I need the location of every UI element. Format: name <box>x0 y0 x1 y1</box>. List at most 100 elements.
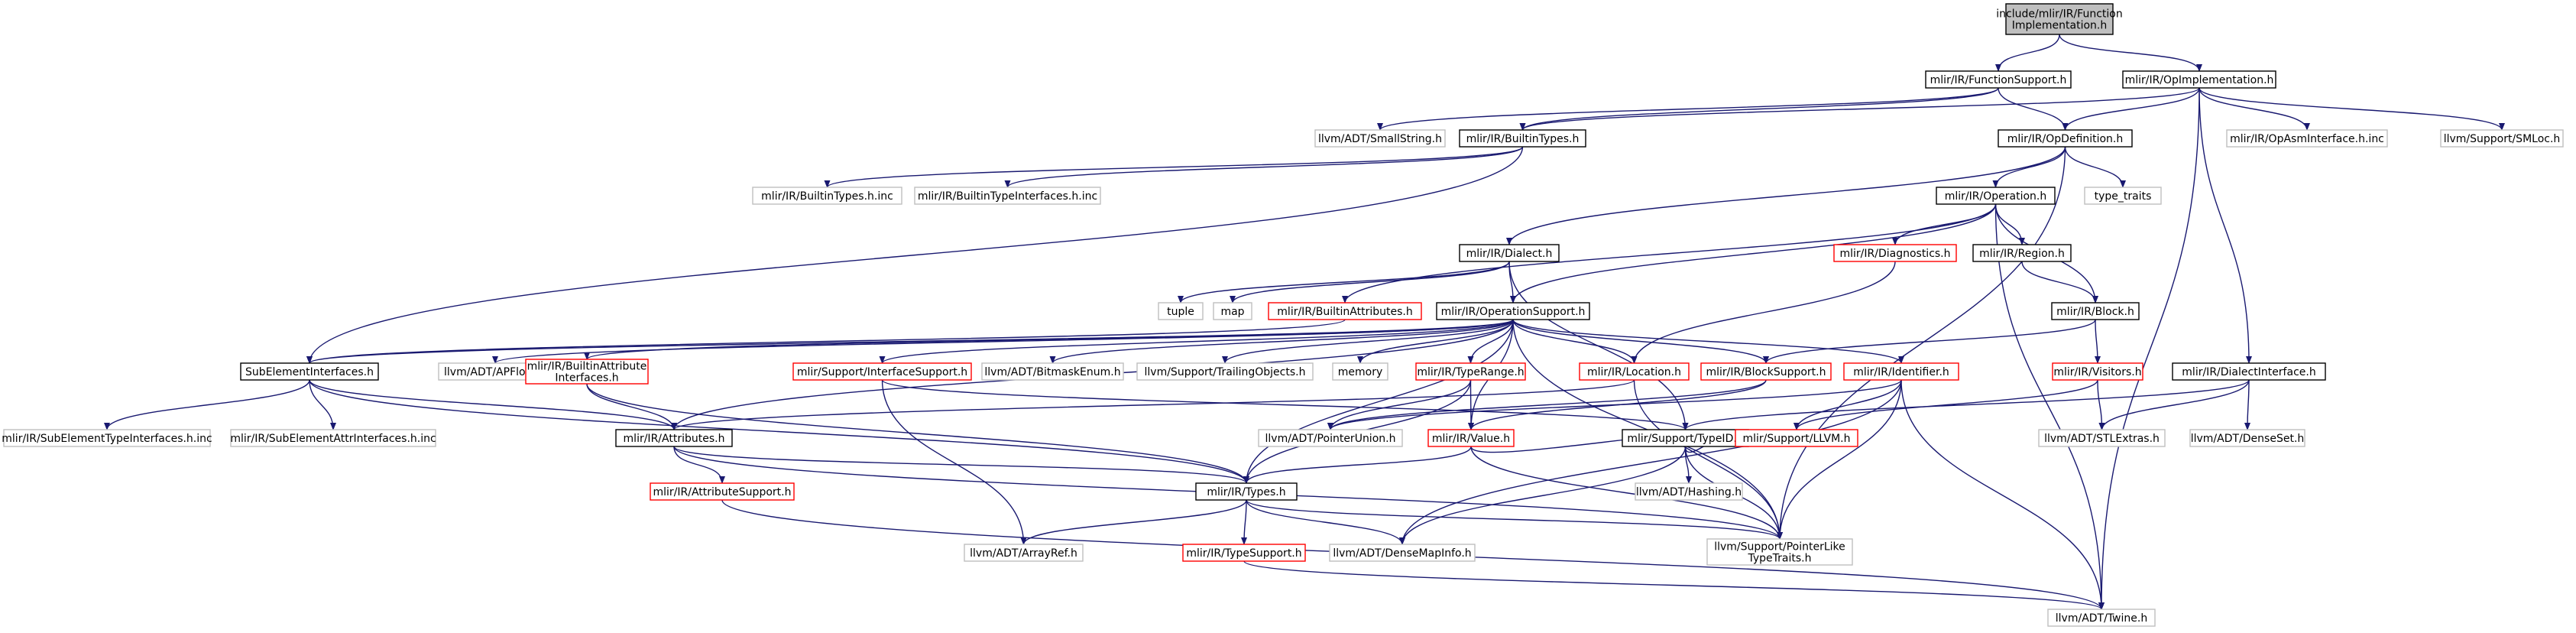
node-llvm[interactable]: mlir/Support/LLVM.h <box>1735 429 1858 447</box>
edge-attributes-to-types <box>673 446 1249 484</box>
node-builtintypes-box <box>1459 129 1586 148</box>
node-builtintypesinc[interactable]: mlir/IR/BuiltinTypes.h.inc <box>752 187 902 205</box>
edge-operationsupport-to-memory <box>1357 319 1514 364</box>
edge-blocksupport-to-pointerunion <box>1327 379 1767 430</box>
edge-dialect-to-tuple <box>1178 261 1510 304</box>
edge-operationsupport-to-identifier <box>1512 319 1904 364</box>
node-denseset[interactable]: llvm/ADT/DenseSet.h <box>2189 429 2305 447</box>
node-subelementattrinterfaces-label-line-0: mlir/IR/SubElementAttrInterfaces.h.inc <box>230 433 436 445</box>
node-operation[interactable]: mlir/IR/Operation.h <box>1936 187 2056 205</box>
node-tuple[interactable]: tuple <box>1158 302 1204 320</box>
edge-operationsupport-to-bitmaskenum <box>1049 319 1514 364</box>
edge-identifier-to-pointerunion <box>1327 379 1902 430</box>
edge-opimplementation-to-twine <box>2098 87 2200 610</box>
node-interfacesupport[interactable]: mlir/Support/InterfaceSupport.h <box>792 362 972 381</box>
node-map[interactable]: map <box>1213 302 1252 320</box>
node-typetraits-label-line-0: type_traits <box>2095 190 2152 203</box>
node-types-label-line-0: mlir/IR/Types.h <box>1207 486 1285 498</box>
node-region[interactable]: mlir/IR/Region.h <box>1972 244 2072 262</box>
node-attributes[interactable]: mlir/IR/Attributes.h <box>615 429 733 447</box>
node-opasminterface[interactable]: mlir/IR/OpAsmInterface.h.inc <box>2226 129 2388 148</box>
node-tuple-box <box>1158 302 1204 320</box>
node-stlextras[interactable]: llvm/ADT/STLExtras.h <box>2038 429 2166 447</box>
node-twine[interactable]: llvm/ADT/Twine.h <box>2047 609 2156 627</box>
node-opdefinition-box <box>1998 129 2133 148</box>
node-hashing[interactable]: llvm/ADT/Hashing.h <box>1635 482 1743 501</box>
edge-region-to-block <box>2021 261 2098 304</box>
edge-functionsupport-to-smallstring <box>1377 87 1999 131</box>
edge-opdefinition-to-dialect <box>1506 146 2066 245</box>
edge-location-to-attributes <box>671 379 1635 430</box>
node-typerange[interactable]: mlir/IR/TypeRange.h <box>1415 362 1526 381</box>
node-subelementinterfaces[interactable]: SubElementInterfaces.h <box>240 362 379 381</box>
node-subelementtypeinterfaces[interactable]: mlir/IR/SubElementTypeInterfaces.h.inc <box>2 429 212 447</box>
node-trailingobjects[interactable]: llvm/Support/TrailingObjects.h <box>1136 362 1314 381</box>
node-denseset-box <box>2189 429 2305 447</box>
node-types[interactable]: mlir/IR/Types.h <box>1195 482 1298 501</box>
edge-block-to-visitors <box>2094 319 2101 364</box>
node-builtintypeinterfaces[interactable]: mlir/IR/BuiltinTypeInterfaces.h.inc <box>914 187 1101 205</box>
node-block-box <box>2051 302 2140 320</box>
node-diagnostics[interactable]: mlir/IR/Diagnostics.h <box>1833 244 1957 262</box>
node-subelementattrinterfaces-box <box>230 429 436 447</box>
node-dialect[interactable]: mlir/IR/Dialect.h <box>1459 244 1560 262</box>
node-densemapinfo[interactable]: llvm/ADT/DenseMapInfo.h <box>1329 544 1476 562</box>
node-region-label-line-0: mlir/IR/Region.h <box>1979 248 2065 260</box>
node-pointerliketypetraits-box <box>1706 538 1853 566</box>
node-visitors-box <box>2052 362 2143 381</box>
node-operationsupport[interactable]: mlir/IR/OperationSupport.h <box>1436 302 1590 320</box>
node-builtintypesinc-box <box>752 187 902 205</box>
edge-types-to-pointerliketypetraits <box>1246 499 1783 540</box>
node-block[interactable]: mlir/IR/Block.h <box>2051 302 2140 320</box>
node-region-box <box>1972 244 2072 262</box>
node-root-label-line-0: include/mlir/IR/Function <box>1996 8 2122 21</box>
node-bitmaskenum[interactable]: llvm/ADT/BitmaskEnum.h <box>981 362 1124 381</box>
node-typesupport[interactable]: mlir/IR/TypeSupport.h <box>1182 544 1306 562</box>
edge-operationsupport-to-trailingobjects <box>1222 319 1514 364</box>
edge-identifier-to-llvm <box>1793 379 1902 430</box>
edge-opimplementation-to-builtintypes <box>1519 87 2200 131</box>
node-subelementinterfaces-box <box>240 362 379 381</box>
node-opimplementation[interactable]: mlir/IR/OpImplementation.h <box>2122 70 2276 89</box>
node-identifier[interactable]: mlir/IR/Identifier.h <box>1843 362 1959 381</box>
node-typeid[interactable]: mlir/Support/TypeID.h <box>1622 429 1749 447</box>
node-bitmaskenum-label-line-0: llvm/ADT/BitmaskEnum.h <box>984 366 1120 378</box>
node-location[interactable]: mlir/IR/Location.h <box>1579 362 1690 381</box>
node-attributesupport-box <box>650 482 795 501</box>
node-typetraits[interactable]: type_traits <box>2084 187 2162 205</box>
node-dialectinterface[interactable]: mlir/IR/DialectInterface.h <box>2172 362 2326 381</box>
node-memory[interactable]: memory <box>1332 362 1388 381</box>
node-typetraits-box <box>2084 187 2162 205</box>
node-subelementattrinterfaces[interactable]: mlir/IR/SubElementAttrInterfaces.h.inc <box>230 429 436 447</box>
node-smloc[interactable]: llvm/Support/SMLoc.h <box>2440 129 2564 148</box>
node-stlextras-box <box>2038 429 2166 447</box>
node-dialectinterface-label-line-0: mlir/IR/DialectInterface.h <box>2182 366 2315 378</box>
node-block-label-line-0: mlir/IR/Block.h <box>2056 306 2134 318</box>
node-attributesupport[interactable]: mlir/IR/AttributeSupport.h <box>650 482 795 501</box>
edge-dialectinterface-to-denseset <box>2244 379 2251 430</box>
node-opdefinition[interactable]: mlir/IR/OpDefinition.h <box>1998 129 2133 148</box>
node-location-box <box>1579 362 1690 381</box>
node-apfloat-label-line-0: llvm/ADT/APFloat.h <box>444 366 546 378</box>
edge-functionsupport-to-builtintypes <box>1519 87 1999 131</box>
node-builtinattributes[interactable]: mlir/IR/BuiltinAttributes.h <box>1268 302 1422 320</box>
node-blocksupport[interactable]: mlir/IR/BlockSupport.h <box>1700 362 1832 381</box>
node-builtintypeinterfaces-box <box>914 187 1101 205</box>
node-builtintypes[interactable]: mlir/IR/BuiltinTypes.h <box>1459 129 1586 148</box>
edge-visitors-to-stlextras <box>2097 379 2105 430</box>
node-visitors[interactable]: mlir/IR/Visitors.h <box>2052 362 2143 381</box>
node-pointerliketypetraits-label-line-1: TypeTraits.h <box>1748 553 1812 565</box>
node-functionsupport[interactable]: mlir/IR/FunctionSupport.h <box>1925 70 2072 89</box>
node-value[interactable]: mlir/IR/Value.h <box>1427 429 1515 447</box>
node-builtinattrinterfaces-label-line-1: Interfaces.h <box>555 372 618 385</box>
node-densemapinfo-label-line-0: llvm/ADT/DenseMapInfo.h <box>1333 547 1471 560</box>
node-builtinattrinterfaces-label-line-0: mlir/IR/BuiltinAttribute <box>527 361 647 373</box>
node-smallstring[interactable]: llvm/ADT/SmallString.h <box>1314 129 1446 148</box>
node-subelementtypeinterfaces-label-line-0: mlir/IR/SubElementTypeInterfaces.h.inc <box>2 433 212 445</box>
edge-dialect-to-map <box>1230 261 1510 304</box>
node-arrayref[interactable]: llvm/ADT/ArrayRef.h <box>964 544 1084 562</box>
node-pointerunion[interactable]: llvm/ADT/PointerUnion.h <box>1258 429 1403 447</box>
